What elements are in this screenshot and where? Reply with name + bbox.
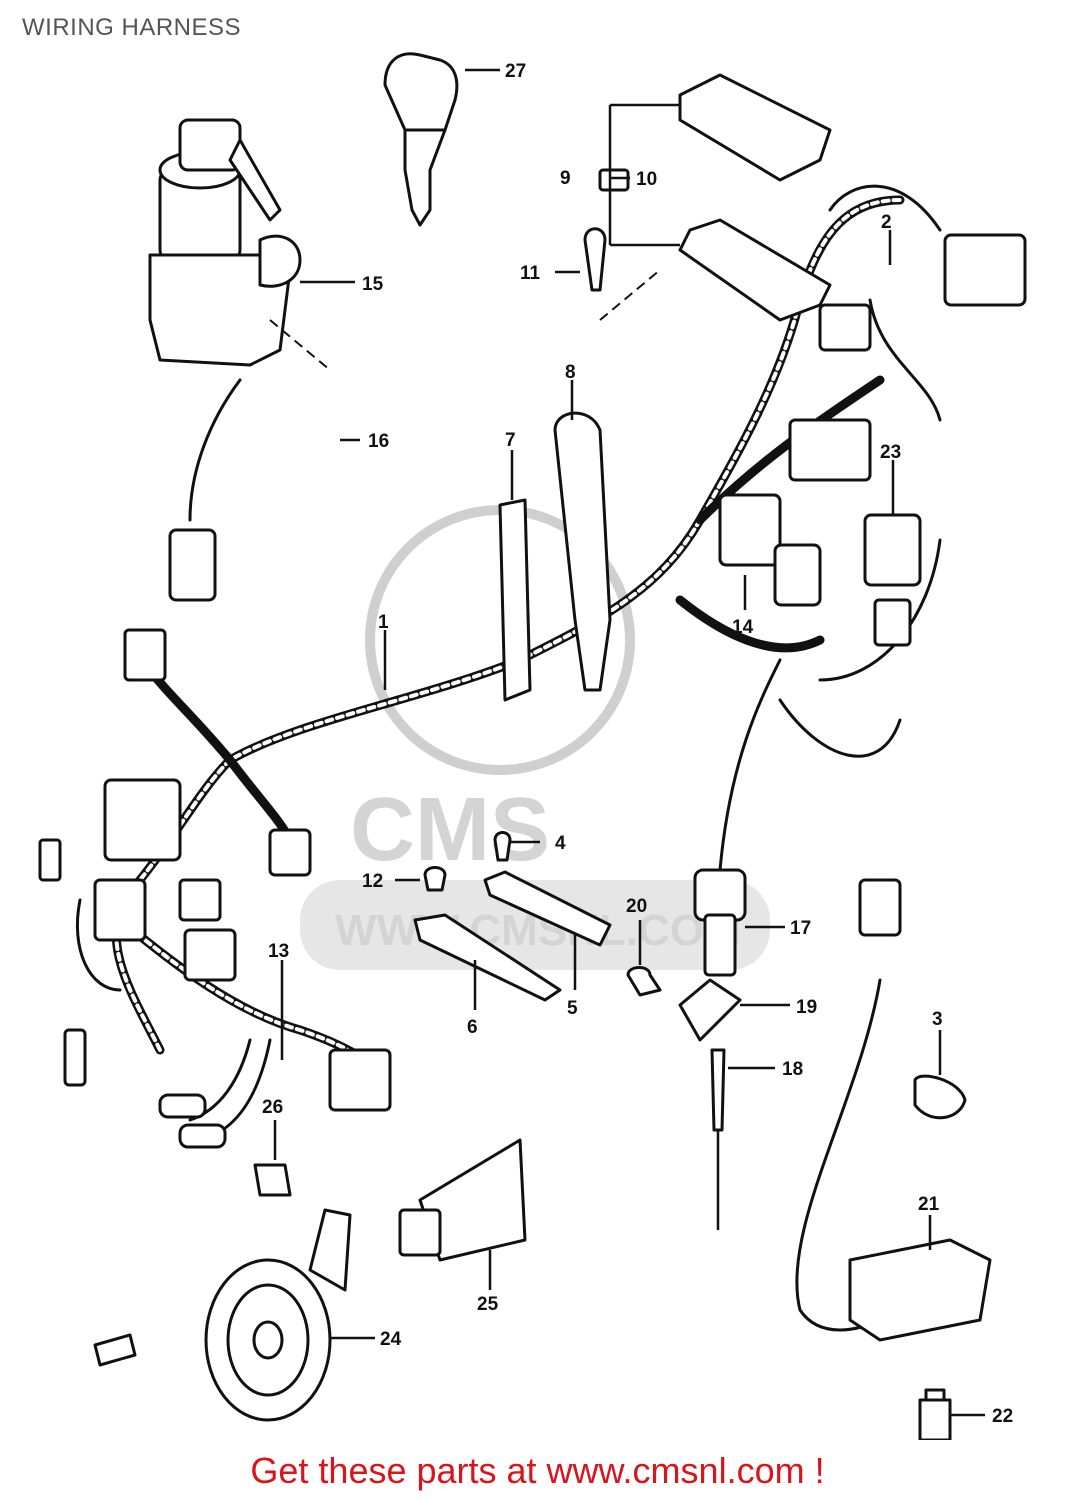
callout-19: 19	[796, 997, 817, 1018]
ignition-key	[383, 52, 459, 227]
page-title: WIRING HARNESS	[22, 14, 242, 41]
thin-leads	[75, 184, 942, 1332]
callout-16: 16	[368, 431, 389, 452]
right-sensor	[848, 878, 992, 1440]
ignition-switch	[148, 118, 331, 602]
callout-21: 21	[918, 1194, 940, 1215]
brake-switch	[678, 868, 747, 1230]
watermark-brand: CMS	[350, 780, 550, 880]
callout-12: 12	[362, 871, 383, 892]
callout-15: 15	[362, 274, 384, 295]
callout-8: 8	[565, 362, 576, 383]
buy-parts-link[interactable]: Get these parts at www.cmsnl.com !	[250, 1450, 825, 1491]
callout-23: 23	[880, 442, 901, 463]
callout-9: 9	[560, 168, 571, 189]
callout-27: 27	[505, 61, 526, 82]
callout-18: 18	[782, 1059, 803, 1080]
callout-26: 26	[262, 1097, 283, 1118]
callout-1: 1	[378, 612, 389, 633]
callout-2: 2	[881, 212, 892, 233]
callout-24: 24	[380, 1329, 402, 1350]
callout-25: 25	[477, 1294, 499, 1315]
callout-5: 5	[567, 998, 578, 1019]
leader-lines	[273, 68, 985, 1417]
relays	[718, 233, 1027, 647]
horn	[93, 1138, 527, 1422]
callout-14: 14	[732, 617, 754, 638]
callout-4: 4	[555, 833, 566, 854]
callout-6: 6	[467, 1017, 478, 1038]
callout-13: 13	[268, 941, 289, 962]
harness-clamps	[498, 411, 612, 702]
wiring-harness-diagram: CMS WWW.CMSNL.COM	[38, 52, 1027, 1440]
callout-22: 22	[992, 1406, 1013, 1427]
fuse-box	[583, 73, 832, 322]
callout-17: 17	[790, 918, 811, 939]
callout-labels: 1 2 3 4 5 6 7 8 8 9 10 11 12 13 14 15 16…	[262, 61, 1013, 1427]
callout-8-duplicate: 8	[467, 1017, 478, 1038]
left-connectors	[38, 628, 392, 1149]
callout-10: 10	[636, 169, 657, 190]
callout-20: 20	[626, 896, 647, 917]
callout-3: 3	[932, 1009, 943, 1030]
callout-11: 11	[520, 263, 541, 284]
callout-7: 7	[505, 430, 516, 451]
brackets	[413, 831, 662, 1002]
